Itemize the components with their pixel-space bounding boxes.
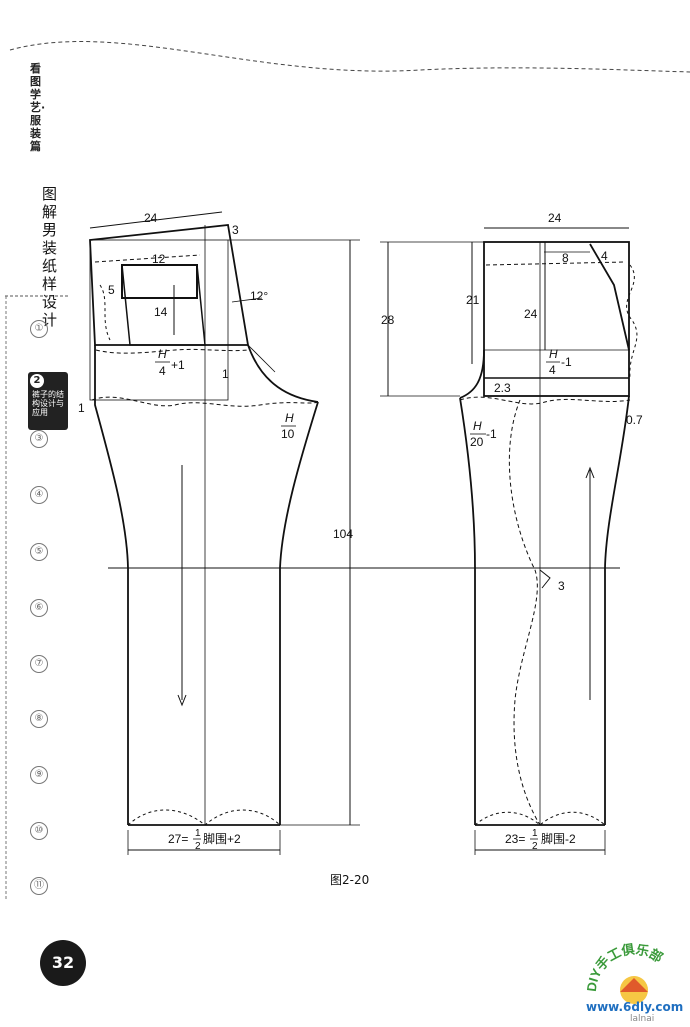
front-hem-frac-den: 2 xyxy=(195,841,201,852)
front-pocket-dashed xyxy=(99,284,111,341)
front-waist-label: 24 xyxy=(144,211,158,225)
front-angle-label: 12° xyxy=(250,289,268,303)
back-yoke-width-label: 8 xyxy=(562,251,569,265)
back-hem-label-suffix: 脚围-2 xyxy=(541,831,576,846)
back-hem-dashed xyxy=(474,811,606,826)
front-mark-1b: 1 xyxy=(78,401,85,415)
front-corner-label: 3 xyxy=(232,223,239,237)
front-hem-label-suffix: 脚围+2 xyxy=(203,831,241,846)
book-series: 看图学艺·服装篇 xyxy=(30,62,46,153)
chapter-4-marker[interactable]: ④ xyxy=(30,486,48,504)
front-side-seam xyxy=(94,345,129,825)
back-knee-mark xyxy=(539,569,551,589)
front-pocket-offset-label: 5 xyxy=(108,283,115,297)
front-waist-dashed xyxy=(94,254,201,263)
front-hem-label-prefix: 27= xyxy=(168,832,188,846)
back-hip-suffix: -1 xyxy=(561,355,572,369)
front-mark-1: 1 xyxy=(222,367,229,381)
back-side-off-label: 0.7 xyxy=(626,413,643,427)
back-crotch-dashed xyxy=(508,399,541,826)
back-side-seam xyxy=(604,395,630,825)
back-hem-label-prefix: 23= xyxy=(505,832,525,846)
back-side-depth-label: 28 xyxy=(381,313,395,327)
chapter-2-number: 2 xyxy=(30,374,44,388)
front-inseam xyxy=(279,401,319,825)
front-hip-den: 4 xyxy=(159,364,166,378)
back-side-dashed xyxy=(626,264,638,379)
back-inseam xyxy=(459,397,476,825)
back-yoke-depth-label: 21 xyxy=(466,293,480,307)
chapter-10-marker[interactable]: ⑩ xyxy=(30,822,48,840)
page-decoration-dashed-curve xyxy=(9,41,690,73)
back-crotch-suffix: -1 xyxy=(486,427,497,441)
watermark-logo: DIY手工俱乐部 xyxy=(584,942,665,1004)
back-hip-den: 4 xyxy=(549,363,556,377)
chapter-6-marker[interactable]: ⑥ xyxy=(30,599,48,617)
chapter-2-label: 裤子的结构设计与应用 xyxy=(32,390,64,417)
back-crotch-ext-label: 2.3 xyxy=(494,381,511,395)
front-crotch-den: 10 xyxy=(281,427,295,441)
chapter-2-active-tab[interactable]: 2 裤子的结构设计与应用 xyxy=(28,372,68,430)
back-hip-num: H xyxy=(549,347,558,361)
back-piece xyxy=(380,227,638,855)
back-crotch-num: H xyxy=(473,419,482,433)
watermark-site: www.6dly.com xyxy=(586,1000,684,1014)
front-hip-num: H xyxy=(158,347,167,361)
chapter-9-marker[interactable]: ⑨ xyxy=(30,766,48,784)
front-grain-arrowhead xyxy=(177,694,187,707)
front-pocket-bag xyxy=(121,264,206,346)
front-hem-frac-num: 1 xyxy=(195,828,201,839)
back-hem-frac-num: 1 xyxy=(532,828,538,839)
chapter-8-marker[interactable]: ⑧ xyxy=(30,710,48,728)
chapter-5-marker[interactable]: ⑤ xyxy=(30,543,48,561)
front-frame xyxy=(89,239,229,401)
back-waist-label: 24 xyxy=(548,211,562,225)
back-grain-arrowhead xyxy=(585,466,595,479)
back-hip-dashed xyxy=(459,396,631,405)
back-waist-dashed xyxy=(485,261,626,266)
chapter-1-marker[interactable]: ① xyxy=(30,320,48,338)
back-knee-label: 3 xyxy=(558,579,565,593)
back-hem-frac-den: 2 xyxy=(532,841,538,852)
front-piece xyxy=(89,211,360,855)
chapter-7-marker[interactable]: ⑦ xyxy=(30,655,48,673)
chapter-11-marker[interactable]: ⑪ xyxy=(30,877,48,895)
front-crotch-num: H xyxy=(285,411,294,425)
front-pocket-depth-label: 14 xyxy=(154,305,168,319)
front-side-dashed xyxy=(95,348,249,354)
back-crotch-den: 20 xyxy=(470,435,484,449)
back-waistband xyxy=(483,241,630,397)
watermark-small-text: lalnai xyxy=(630,1014,655,1024)
back-dart-label: 4 xyxy=(601,249,608,263)
figure-caption: 图2-20 xyxy=(330,873,370,887)
front-pocket-opening xyxy=(121,264,198,299)
front-waist-dimension xyxy=(89,211,223,229)
back-crotch-curve xyxy=(459,349,485,399)
front-crotch-curve xyxy=(247,344,319,403)
front-angle-line xyxy=(231,297,263,303)
front-hip-suffix: +1 xyxy=(171,358,185,372)
front-hem-dashed xyxy=(127,809,281,826)
page-number-badge: 32 xyxy=(40,940,86,986)
front-length-label: 104 xyxy=(333,527,353,541)
front-crotch-guide xyxy=(247,344,276,373)
back-dart xyxy=(589,243,630,351)
chapter-3-marker[interactable]: ③ xyxy=(30,430,48,448)
back-rise-label: 24 xyxy=(524,307,538,321)
front-pocket-width-label: 12 xyxy=(152,252,166,266)
